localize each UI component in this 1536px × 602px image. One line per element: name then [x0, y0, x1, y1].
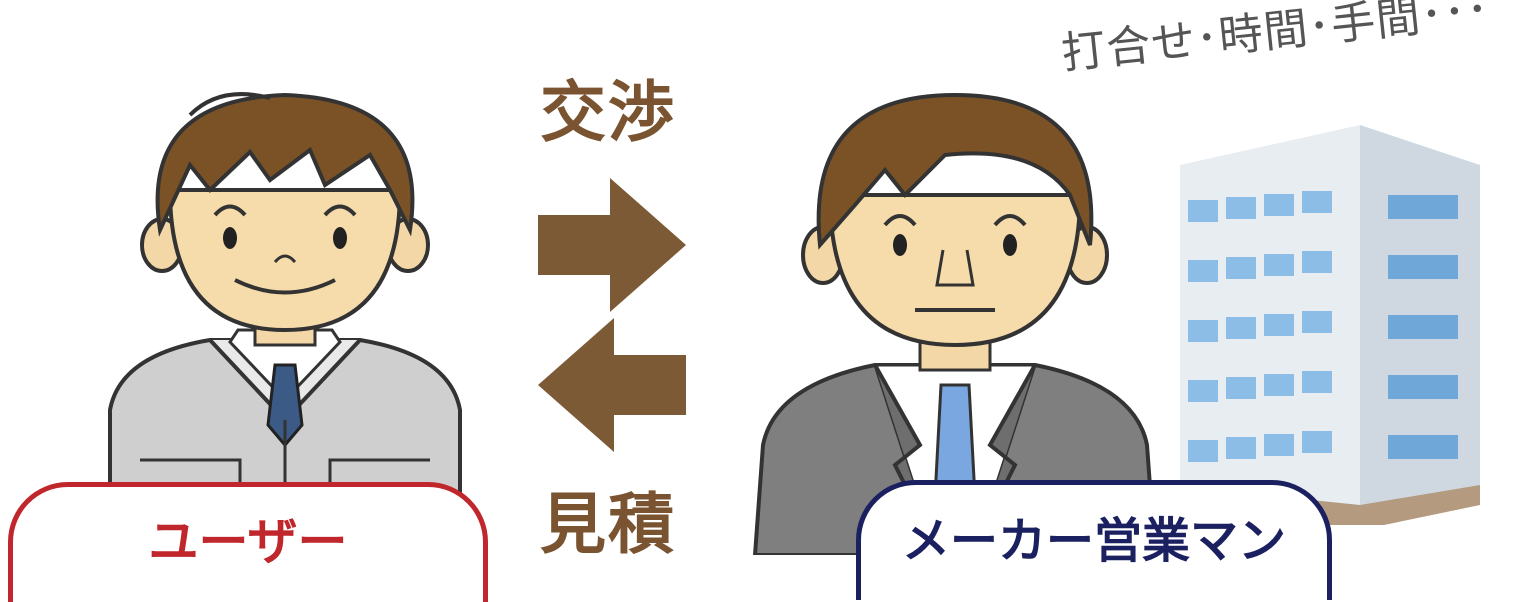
arrow-right-icon	[538, 178, 686, 312]
user-tag: ユーザー	[8, 482, 488, 602]
user-person-icon	[108, 92, 462, 500]
negotiation-label: 交渉	[540, 74, 676, 151]
memo-text: 打合せ･時間･手間･･･	[1059, 0, 1493, 80]
arrow-left-icon	[538, 318, 686, 452]
office-building-icon	[1165, 125, 1480, 525]
maker-tag: メーカー営業マン	[856, 480, 1332, 600]
illustration: 交渉 見積 打合せ･時間･手間･･･ ユーザー メーカー営業マン	[8, 0, 1493, 602]
estimate-label: 見積	[540, 486, 676, 563]
